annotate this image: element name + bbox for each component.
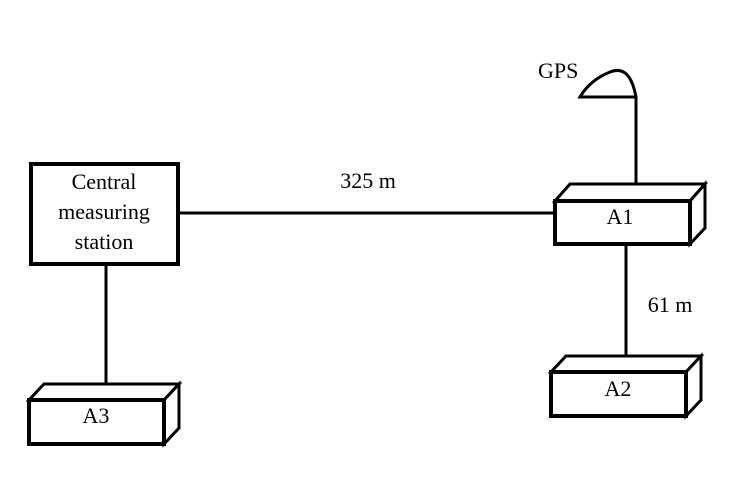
node-a1-box: A1 [551, 180, 709, 248]
gps-label: GPS [538, 58, 578, 83]
node-a1-label: A1 [607, 204, 634, 229]
distance-label-a1-a2: 61 m [648, 292, 693, 317]
node-a3-box: A3 [25, 380, 183, 448]
station-label-line-2: measuring [58, 199, 150, 224]
node-a3-label: A3 [83, 403, 110, 428]
station-label-line-3: station [75, 229, 134, 254]
central-station-box: Central measuring station [29, 162, 180, 266]
node-a2-label: A2 [605, 376, 632, 401]
station-label-line-1: Central [72, 169, 137, 194]
node-a2-box: A2 [547, 352, 705, 420]
gps-dish-icon [577, 69, 638, 99]
distance-label-station-a1: 325 m [340, 168, 396, 193]
